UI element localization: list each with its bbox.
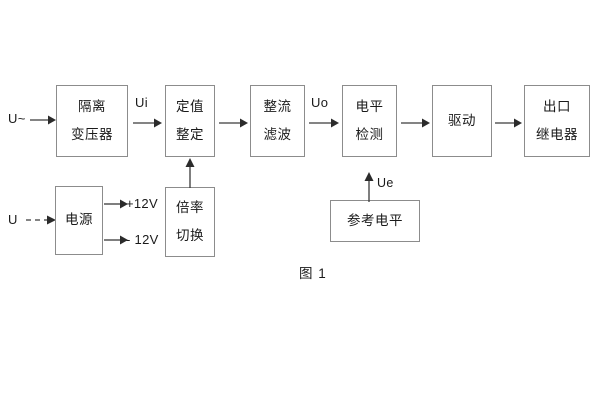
block-setpoint-adjust-line-1: 定值: [176, 98, 204, 114]
arrow-multiplier-to-setpoint: [184, 158, 196, 188]
signal-label-ue: Ue: [377, 176, 394, 190]
power-rail-positive-label: +12V: [126, 196, 158, 211]
ac-input-label: U~: [8, 111, 26, 126]
block-rectifier-filter[interactable]: 整流 滤波: [250, 85, 305, 157]
signal-label-ui: Ui: [135, 95, 148, 110]
ac-input-arrow: [30, 114, 56, 126]
block-power-supply-line-1: 电源: [65, 212, 93, 228]
arrow-level-to-driver: [401, 117, 430, 129]
block-reference-level[interactable]: 参考电平: [330, 200, 420, 242]
block-driver[interactable]: 驱动: [432, 85, 492, 157]
block-power-supply[interactable]: 电源: [55, 186, 103, 255]
block-multiplier-switch[interactable]: 倍率 切换: [165, 187, 215, 257]
arrow-driver-to-relay: [495, 117, 522, 129]
block-isolation-transformer-line-1: 隔离: [78, 98, 106, 114]
block-output-relay-line-1: 出口: [543, 98, 571, 114]
power-rail-negative-label: - 12V: [126, 232, 159, 247]
figure-caption: 图 1: [299, 266, 327, 281]
block-isolation-transformer[interactable]: 隔离 变压器: [56, 85, 128, 157]
block-level-detection-line-1: 电平: [355, 98, 384, 114]
block-multiplier-switch-line-2: 切换: [176, 228, 204, 243]
block-level-detection[interactable]: 电平 检测: [342, 85, 397, 157]
arrow-isolation-to-setpoint: [133, 117, 162, 129]
dc-input-label: U: [8, 212, 18, 227]
dc-input-arrow-dashed: [26, 214, 56, 226]
block-isolation-transformer-line-2: 变压器: [71, 127, 113, 142]
block-setpoint-adjust-line-2: 整定: [176, 127, 204, 142]
block-level-detection-line-2: 检测: [355, 127, 384, 142]
block-driver-line-1: 驱动: [448, 112, 476, 128]
arrow-power-negative-rail: [104, 234, 128, 246]
block-output-relay-line-2: 继电器: [536, 127, 578, 142]
block-rectifier-filter-line-1: 整流: [263, 98, 292, 114]
arrow-setpoint-to-rectifier: [219, 117, 248, 129]
block-setpoint-adjust[interactable]: 定值 整定: [165, 85, 215, 157]
block-reference-level-line-1: 参考电平: [347, 212, 403, 228]
arrow-rectifier-to-level: [309, 117, 339, 129]
block-multiplier-switch-line-1: 倍率: [176, 199, 204, 215]
block-rectifier-filter-line-2: 滤波: [263, 127, 292, 142]
arrow-power-positive-rail: [104, 198, 128, 210]
arrow-reference-to-level: [363, 172, 375, 202]
signal-label-uo: Uo: [311, 95, 329, 110]
block-output-relay[interactable]: 出口 继电器: [524, 85, 590, 157]
